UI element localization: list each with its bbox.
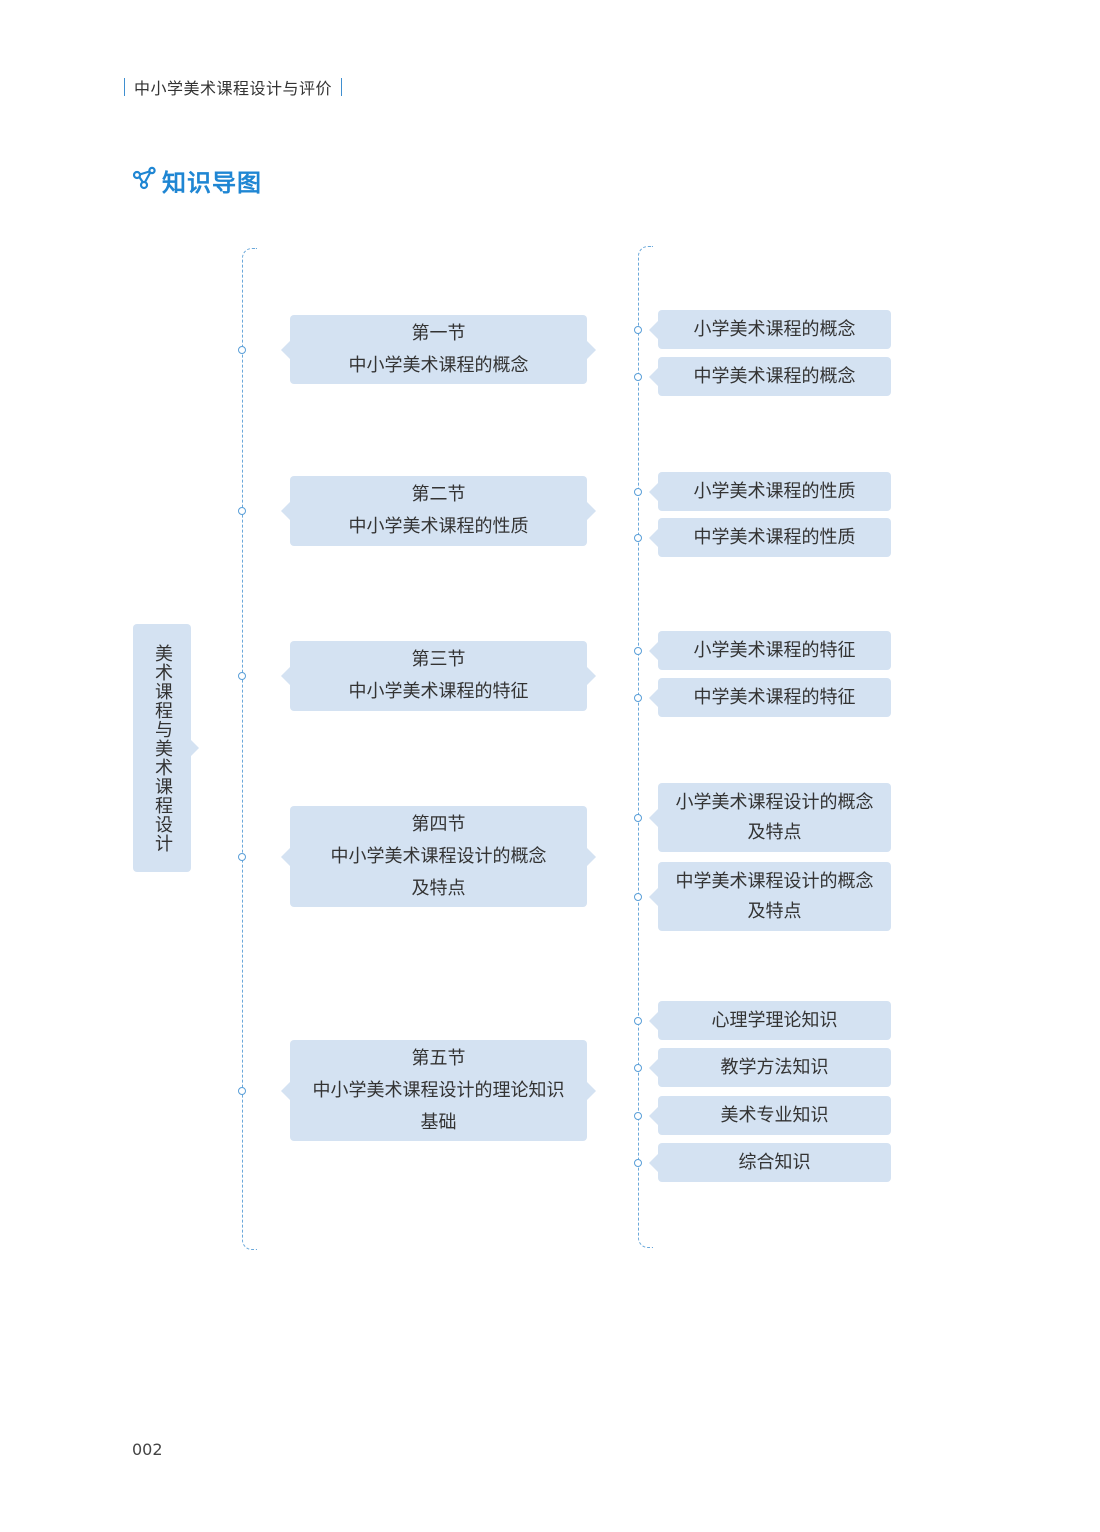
section-number: 第四节 (411, 813, 466, 835)
section-title-line: 及特点 (411, 877, 466, 899)
topic-label-line: 中学美术课程的性质 (693, 526, 856, 548)
topic-node: 中学美术课程设计的概念及特点 (649, 862, 891, 931)
topic-node: 小学美术课程的特征 (649, 631, 891, 670)
page-number: 002 (132, 1440, 163, 1459)
topic-label-line: 小学美术课程的性质 (693, 480, 856, 502)
connector-dot (634, 533, 642, 542)
section-title-line: 基础 (420, 1111, 457, 1133)
section-number: 第三节 (411, 649, 466, 670)
section-node-4: 第四节中小学美术课程设计的概念及特点 (281, 806, 596, 907)
section-number: 第一节 (411, 322, 466, 344)
topic-node: 教学方法知识 (649, 1048, 891, 1087)
topic-node: 小学美术课程的性质 (649, 472, 891, 511)
connector-dot (634, 646, 642, 655)
connector-dot (634, 1111, 642, 1120)
connector-dot (634, 1016, 642, 1025)
mind-map-root: 美术课程与美术课程设计 (133, 624, 199, 872)
section-connector (242, 248, 257, 1250)
root-label: 美术课程与美术课程设计 (152, 643, 173, 853)
section-title-line: 中小学美术课程设计的理论知识 (312, 1079, 565, 1101)
connector-dot (238, 672, 246, 680)
topic-node: 美术专业知识 (649, 1096, 891, 1135)
section-number: 第五节 (411, 1047, 466, 1069)
running-header: 中小学美术课程设计与评价 (124, 76, 343, 98)
section-node-1: 第一节中小学美术课程的概念 (281, 315, 596, 384)
connector-dot (634, 487, 642, 496)
topic-label-line: 心理学理论知识 (711, 1009, 838, 1031)
topic-label-line: 美术专业知识 (720, 1104, 829, 1126)
topic-node: 小学美术课程设计的概念及特点 (649, 783, 891, 852)
topic-label-line: 小学美术课程的概念 (693, 318, 856, 340)
item-connector (638, 246, 653, 1248)
book-title: 中小学美术课程设计与评价 (134, 79, 333, 98)
topic-label-line: 小学美术课程设计的概念 (675, 791, 874, 813)
topic-label-line: 中学美术课程的概念 (693, 365, 856, 387)
topic-label-line: 综合知识 (738, 1151, 811, 1173)
connector-dot (238, 345, 246, 354)
topic-node: 中学美术课程的性质 (649, 518, 891, 557)
topic-label-line: 教学方法知识 (720, 1056, 829, 1078)
topic-node: 中学美术课程的概念 (649, 357, 891, 396)
connector-dot (634, 892, 642, 901)
connector-dot (634, 813, 642, 822)
topic-node: 小学美术课程的概念 (649, 310, 891, 349)
section-node-2: 第二节中小学美术课程的性质 (281, 476, 596, 546)
section-title-line: 中小学美术课程设计的概念 (330, 845, 547, 867)
connector-dot (634, 372, 642, 381)
topic-label-line: 小学美术课程的特征 (693, 639, 856, 661)
connector-dot (238, 507, 246, 515)
connector-dot (238, 852, 246, 861)
section-title-line: 中小学美术课程的特征 (348, 681, 529, 702)
connector-dot (634, 693, 642, 702)
topic-node: 心理学理论知识 (649, 1001, 891, 1040)
topic-node: 综合知识 (649, 1143, 891, 1182)
section-title-line: 中小学美术课程的性质 (348, 516, 529, 537)
share-nodes-icon (132, 166, 156, 194)
topic-label-line: 及特点 (747, 900, 802, 922)
topic-node: 中学美术课程的特征 (649, 678, 891, 717)
section-node-5: 第五节中小学美术课程设计的理论知识基础 (281, 1040, 596, 1141)
section-heading: 知识导图 (132, 163, 262, 197)
section-node-3: 第三节中小学美术课程的特征 (281, 641, 596, 711)
connector-dot (634, 1063, 642, 1072)
section-heading-label: 知识导图 (162, 168, 262, 197)
connector-dot (238, 1086, 246, 1095)
topic-label-line: 及特点 (747, 821, 802, 843)
connector-dot (634, 1158, 642, 1167)
topic-label-line: 中学美术课程设计的概念 (675, 870, 874, 892)
header-divider-right (341, 78, 343, 96)
connector-dot (634, 325, 642, 334)
topic-label-line: 中学美术课程的特征 (693, 686, 856, 708)
section-title-line: 中小学美术课程的概念 (348, 354, 529, 376)
section-number: 第二节 (411, 484, 466, 505)
header-divider-left (124, 78, 125, 96)
